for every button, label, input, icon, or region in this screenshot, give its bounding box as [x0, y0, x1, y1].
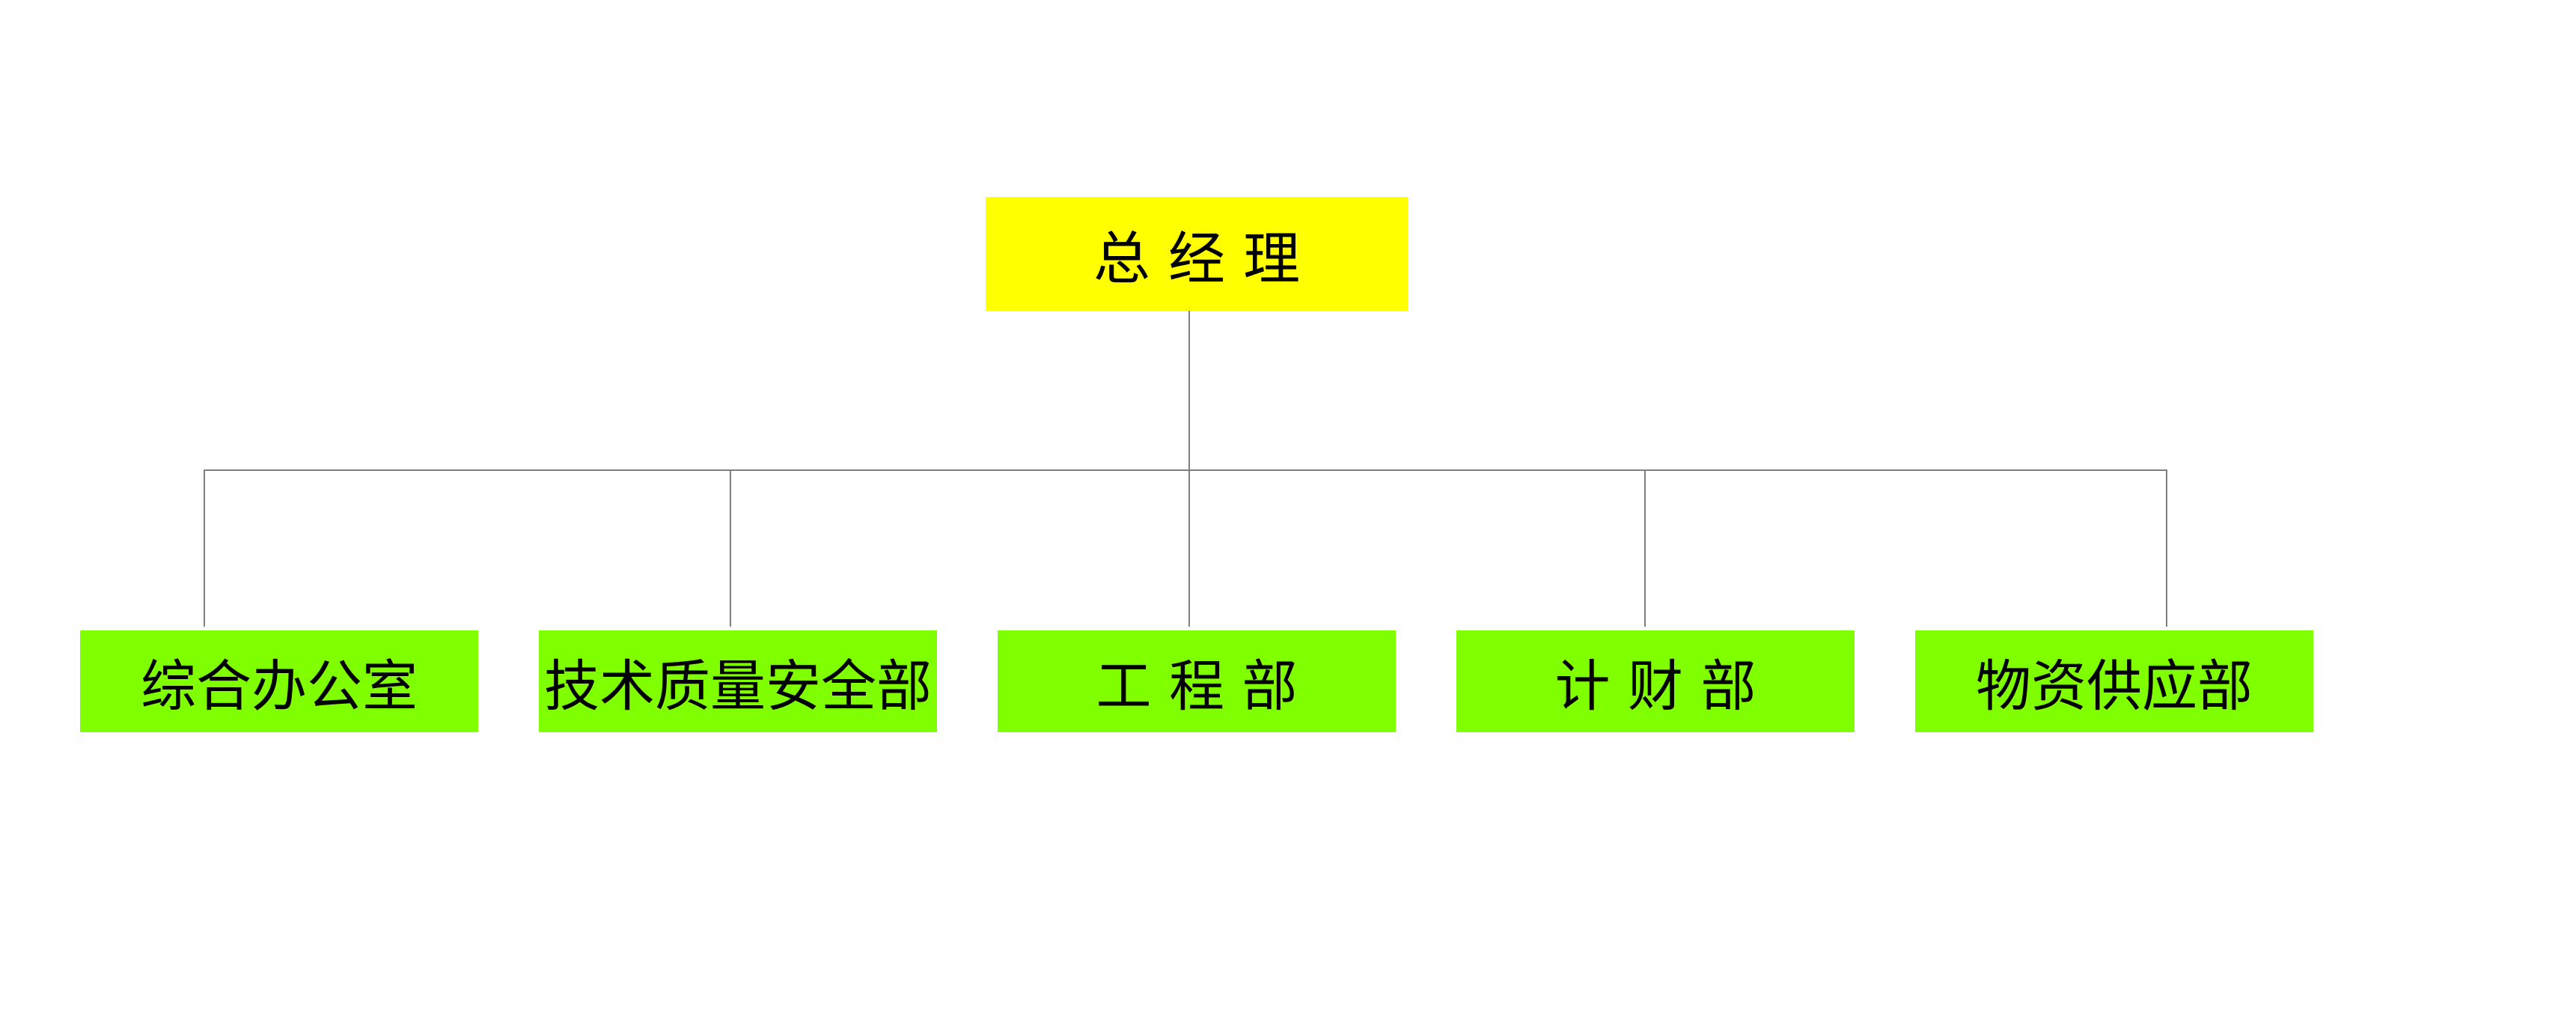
node-label: 综合办公室 — [141, 654, 418, 719]
branch-connector — [204, 469, 2167, 471]
node-label: 总 经 理 — [1093, 225, 1301, 292]
root-connector — [1188, 311, 1190, 470]
node-label: 计 财 部 — [1554, 654, 1756, 719]
node-engineering: 工 程 部 — [998, 630, 1396, 732]
node-general-manager: 总 经 理 — [986, 197, 1408, 311]
dept-connector-2 — [730, 469, 731, 627]
dept-connector-3 — [1188, 469, 1190, 627]
node-materials-supply: 物资供应部 — [1915, 630, 2313, 732]
dept-connector-1 — [204, 469, 205, 627]
dept-connector-5 — [2166, 469, 2167, 627]
node-label: 物资供应部 — [1976, 654, 2253, 719]
node-general-office: 综合办公室 — [80, 630, 478, 732]
dept-connector-4 — [1644, 469, 1646, 627]
node-label: 技术质量安全部 — [544, 654, 932, 719]
node-label: 工 程 部 — [1096, 654, 1298, 719]
node-planning-finance: 计 财 部 — [1456, 630, 1855, 732]
node-tech-quality-safety: 技术质量安全部 — [539, 630, 937, 732]
